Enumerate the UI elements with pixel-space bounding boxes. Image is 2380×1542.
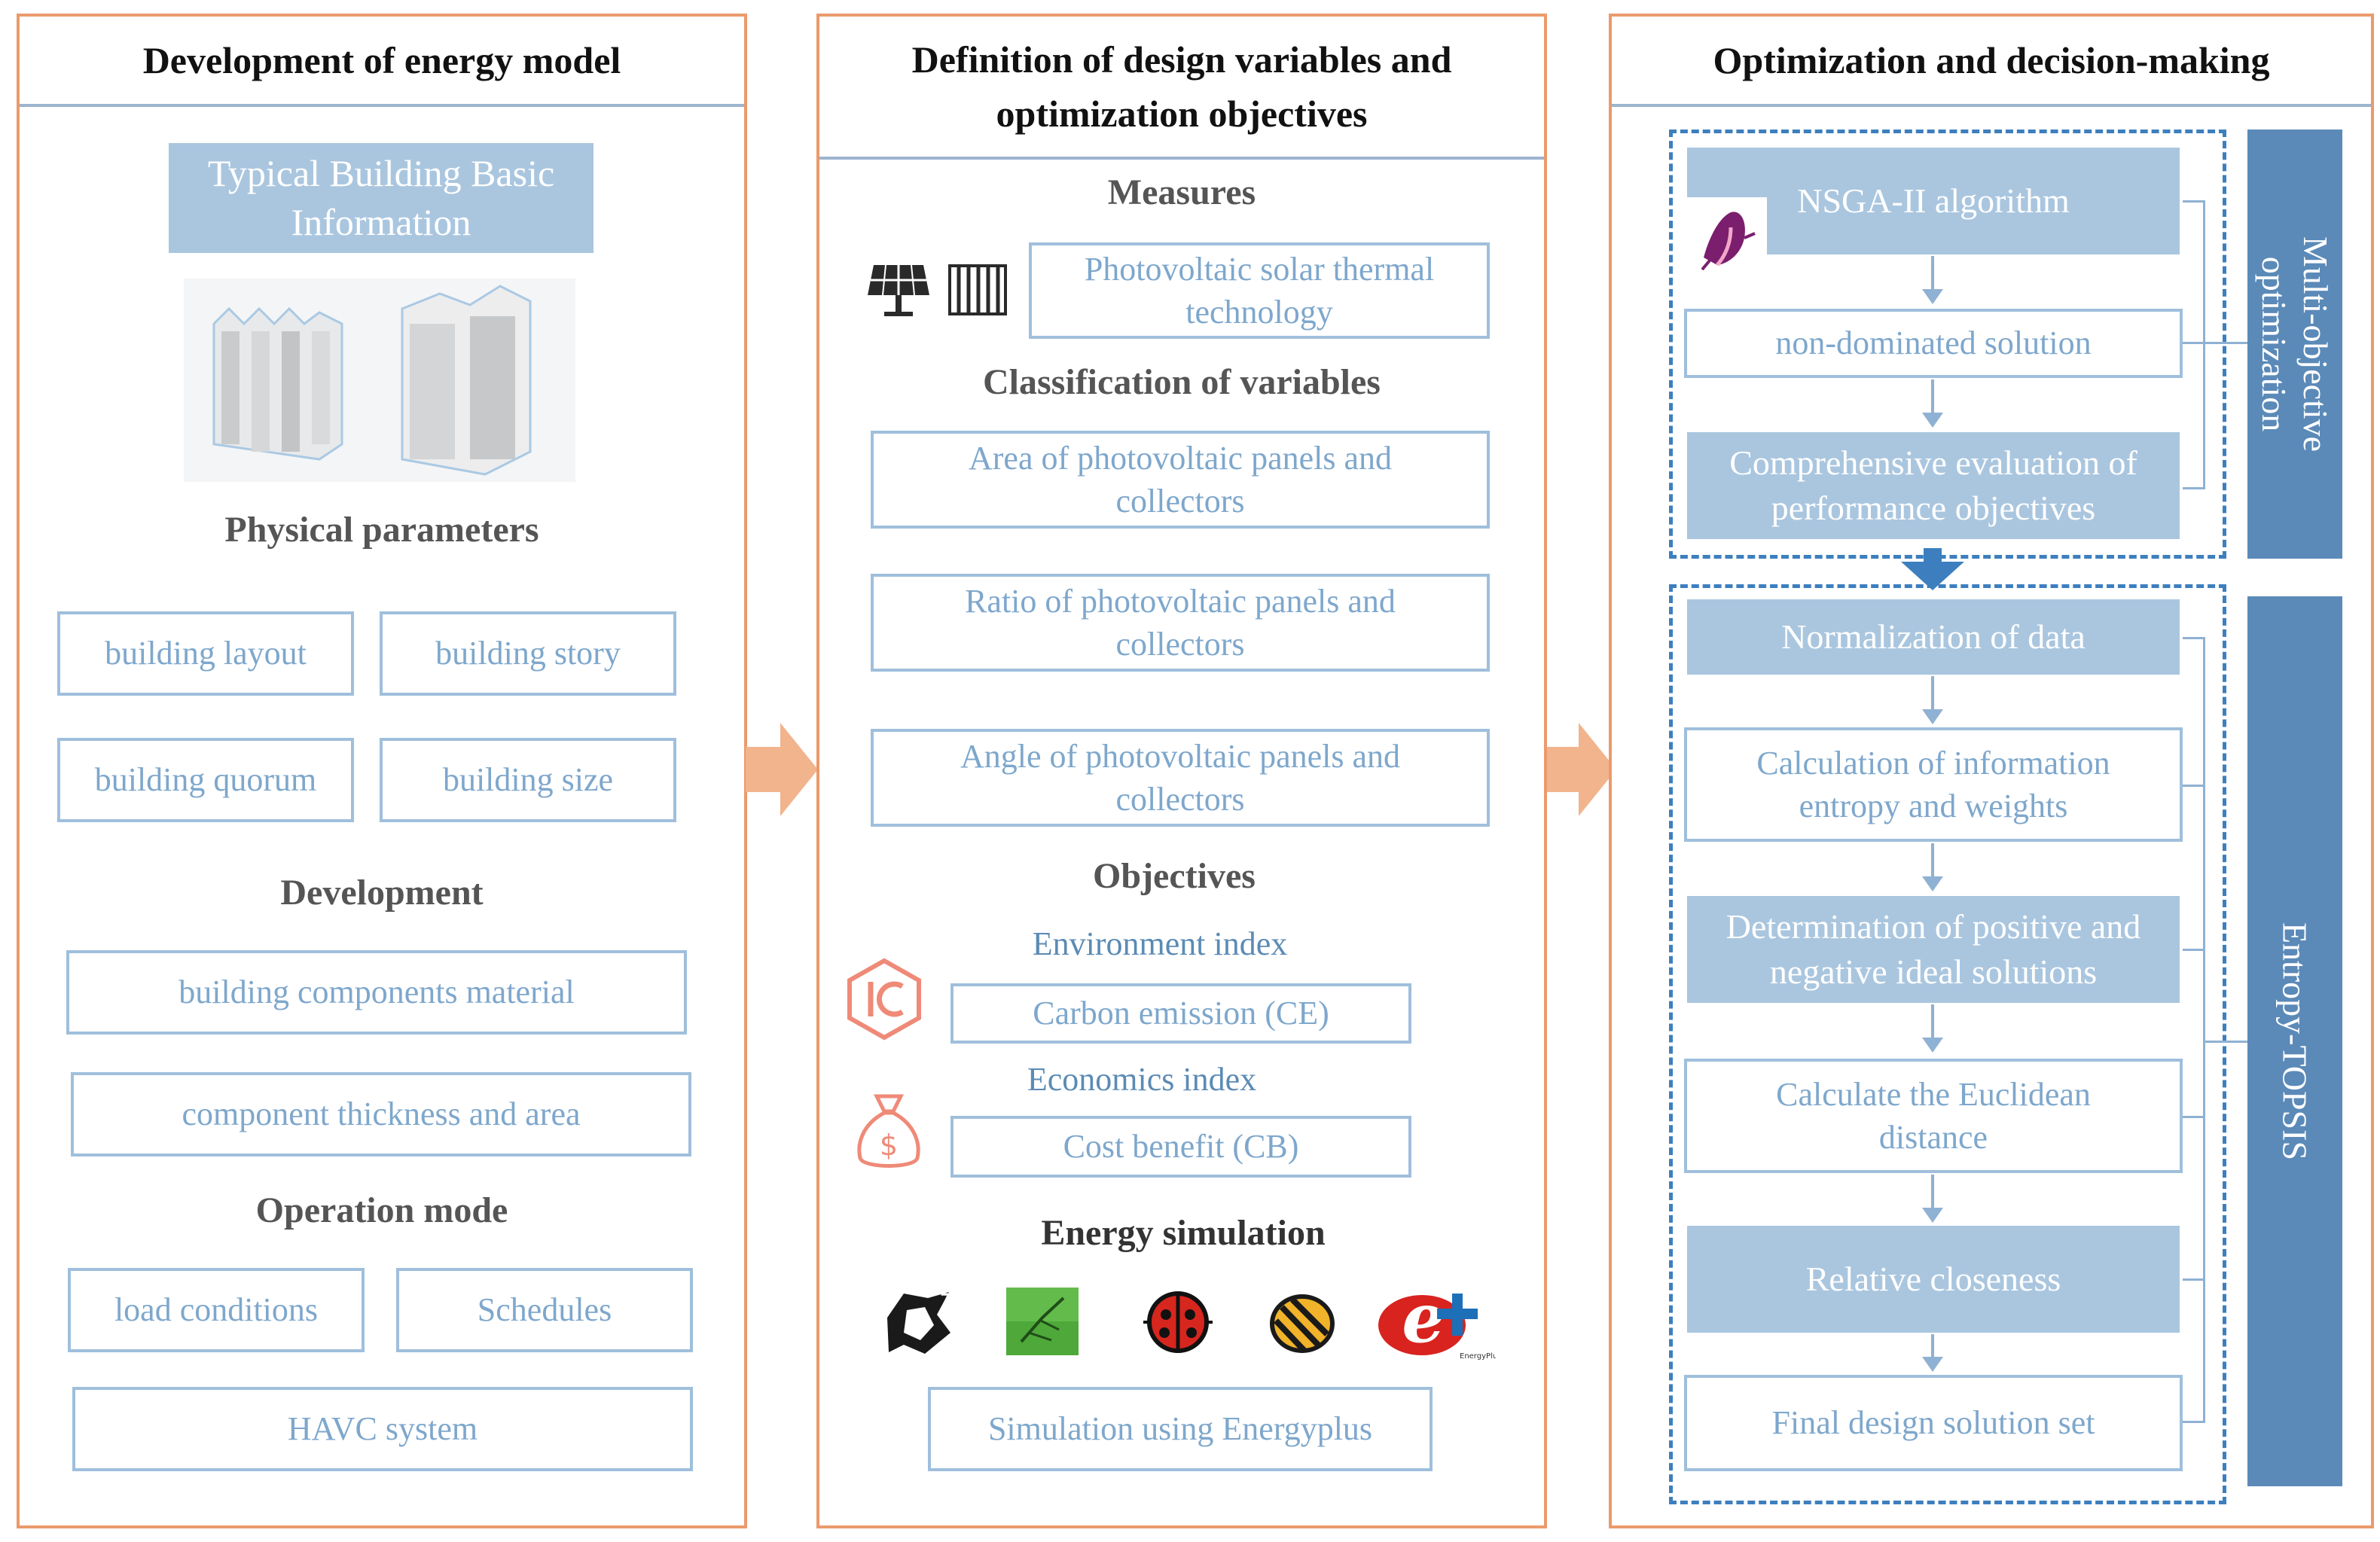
schedules-box: Schedules: [396, 1268, 693, 1352]
ideal-solutions-box: Determination of positive and negative i…: [1687, 896, 2180, 1003]
topsis-side-bar: Entropy-TOPSIS: [2247, 596, 2342, 1486]
ratio-variable-box: Ratio of photovoltaic panels and collect…: [871, 574, 1490, 672]
topsis-dashed-group: [1669, 584, 2226, 1504]
euclidean-distance-box: Calculate the Euclidean distance: [1684, 1059, 2183, 1173]
arrow-topsis-4: [1922, 1175, 1943, 1223]
objectives-title: Objectives: [1093, 856, 1256, 896]
money-bag-icon: $: [857, 1094, 920, 1168]
building-layout-box: building layout: [57, 611, 354, 696]
building-model-icon: [184, 279, 575, 482]
nsga-ii-box: NSGA-II algorithm: [1687, 148, 2180, 254]
grasshopper-icon: [1006, 1288, 1079, 1355]
arrow-topsis-3: [1922, 1004, 1943, 1053]
building-story-box: building story: [380, 611, 676, 696]
operation-mode-title: Operation mode: [255, 1190, 508, 1230]
panel-title-energy-model: Development of energy model: [20, 17, 744, 107]
arrow-moo-2: [1922, 379, 1943, 428]
components-material-box: building components material: [66, 950, 687, 1035]
honeybee-icon: [1270, 1294, 1335, 1353]
development-title: Development: [280, 873, 484, 913]
svg-text:EnergyPlus: EnergyPlus: [1460, 1352, 1496, 1361]
topsis-tick-2: [2183, 949, 2205, 951]
arrow-moo-1: [1922, 256, 1943, 304]
solar-panel-icon: [868, 264, 929, 316]
flow-arrow-1: [746, 723, 818, 816]
arrow-topsis-2: [1922, 843, 1943, 891]
ladybug-icon: [1143, 1291, 1213, 1353]
relative-closeness-box: Relative closeness: [1687, 1226, 2180, 1333]
topsis-side-label: Entropy-TOPSIS: [2275, 922, 2314, 1161]
arrow-topsis-5: [1922, 1334, 1943, 1372]
topsis-bracket: [2183, 637, 2205, 1423]
moo-bracket-connector: [2183, 342, 2247, 344]
comprehensive-evaluation-box: Comprehensive evaluation of performance …: [1687, 432, 2180, 539]
topsis-tick-3: [2183, 1116, 2205, 1118]
flow-arrow-2: [1544, 723, 1616, 816]
matlab-icon: [1687, 197, 1767, 277]
arrow-topsis-1: [1922, 676, 1943, 724]
topsis-tick-1: [2183, 785, 2205, 787]
energyplus-icon: e EnergyPlus: [1378, 1278, 1496, 1361]
cost-benefit-box: Cost benefit (CB): [950, 1116, 1411, 1178]
svg-text:$: $: [880, 1129, 898, 1162]
angle-variable-box: Angle of photovoltaic panels and collect…: [871, 729, 1490, 827]
entropy-weights-box: Calculation of information entropy and w…: [1684, 727, 2183, 842]
physical-parameters-title: Physical parameters: [224, 510, 539, 550]
panel-title-line1: Definition of design variables and: [911, 38, 1452, 81]
thickness-area-box: component thickness and area: [71, 1072, 691, 1156]
rhino-icon: 7: [881, 1288, 955, 1357]
panel-title-design-variables: Definition of design variables and optim…: [819, 17, 1544, 160]
economics-index-label: Economics index: [1027, 1061, 1257, 1098]
measures-title: Measures: [1107, 172, 1256, 212]
environment-index-label: Environment index: [1032, 925, 1288, 962]
non-dominated-box: non-dominated solution: [1684, 309, 2183, 378]
topsis-tick-4: [2183, 1278, 2205, 1281]
load-conditions-box: load conditions: [68, 1268, 365, 1352]
panel-title-optimization: Optimization and decision-making: [1612, 17, 2371, 107]
energy-simulation-title: Energy simulation: [1041, 1213, 1326, 1253]
classification-title: Classification of variables: [983, 362, 1381, 402]
moo-dashed-group: [1669, 130, 2226, 559]
collector-icon: [948, 264, 1007, 315]
carbon-emission-box: Carbon emission (CE): [950, 983, 1411, 1044]
havc-system-box: HAVC system: [72, 1387, 693, 1471]
pvt-technology-box: Photovoltaic solar thermal technology: [1029, 242, 1490, 339]
moo-side-bar: Multi-objective optimization: [2247, 130, 2342, 559]
simulation-energyplus-box: Simulation using Energyplus: [928, 1387, 1433, 1471]
arrow-group-link: [1901, 548, 1964, 590]
svg-text:7: 7: [940, 1291, 951, 1310]
moo-side-label: Multi-objective optimization: [2255, 236, 2336, 453]
topsis-bracket-connector: [2205, 1041, 2247, 1043]
final-solution-box: Final design solution set: [1684, 1375, 2183, 1471]
moo-bracket: [2183, 200, 2205, 489]
basic-info-box: Typical Building Basic Information: [169, 143, 593, 253]
normalization-box: Normalization of data: [1687, 599, 2180, 675]
carbon-icon: [847, 958, 921, 1041]
area-variable-box: Area of photovoltaic panels and collecto…: [871, 431, 1490, 529]
panel-title-line2: optimization objectives: [996, 93, 1368, 135]
building-quorum-box: building quorum: [57, 738, 354, 822]
building-size-box: building size: [380, 738, 676, 822]
